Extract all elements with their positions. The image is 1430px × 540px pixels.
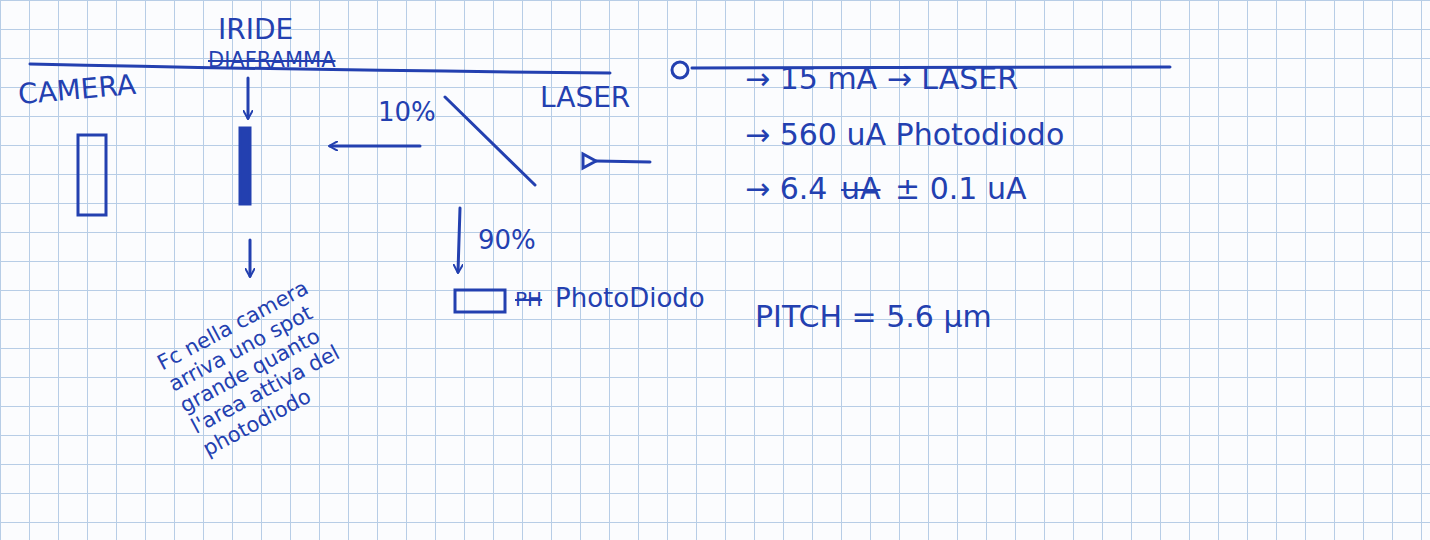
measurement-note: → 6.4	[745, 172, 827, 207]
pitch-note: PITCH = 5.6 μm	[755, 300, 992, 335]
component-label: IRIDE	[218, 14, 293, 46]
camera-symbol	[78, 135, 106, 215]
laser-beam	[596, 161, 650, 162]
ratio-label: 90%	[478, 226, 536, 256]
struck-label: DIAFRAMMA	[208, 48, 336, 72]
beam-splitter	[445, 97, 535, 185]
struck-unit: uA	[841, 172, 881, 207]
measurement-note: ± 0.1 uA	[895, 172, 1026, 207]
iris-symbol	[240, 128, 250, 204]
component-label: CAMERA	[17, 69, 137, 111]
photodiode-symbol	[455, 290, 505, 312]
measurement-note: → 15 mA → LASER	[745, 62, 1018, 97]
laser-symbol	[583, 154, 596, 168]
measurement-note: → 560 uA Photodiodo	[745, 118, 1064, 153]
ratio-label: 10%	[378, 98, 436, 128]
component-label: LASER	[540, 82, 630, 114]
note-text: Fc nella camera arriva uno spot grande q…	[153, 260, 386, 460]
struck-label: PH	[515, 288, 542, 311]
component-label: PhotoDiodo	[555, 284, 705, 314]
pointer-arrow	[249, 240, 252, 276]
rail-mount	[672, 62, 688, 78]
beam-arrow	[458, 208, 460, 272]
pointer-arrow	[247, 78, 250, 118]
beam-arrow	[330, 145, 420, 148]
